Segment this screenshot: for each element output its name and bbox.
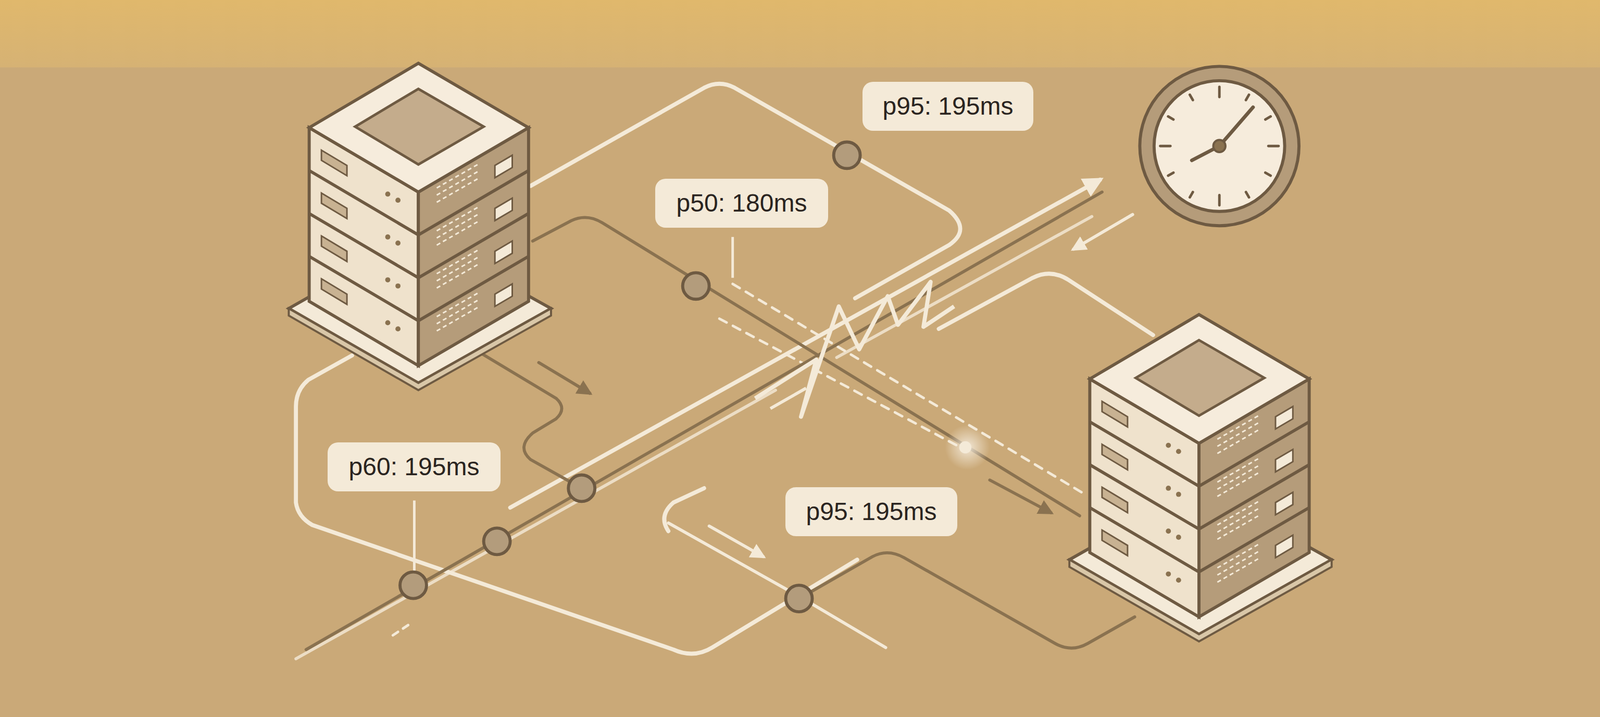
latency-label: p95: 195ms (785, 486, 958, 536)
latency-text: p95: 195ms (806, 496, 937, 527)
latency-text: p95: 195ms (882, 91, 1014, 122)
latency-label: p50: 180ms (655, 178, 829, 228)
latency-label: p60: 195ms (327, 442, 501, 492)
latency-label: p95: 195ms (862, 81, 1034, 131)
latency-text: p50: 180ms (676, 188, 808, 219)
latency-text: p60: 195ms (348, 451, 480, 482)
